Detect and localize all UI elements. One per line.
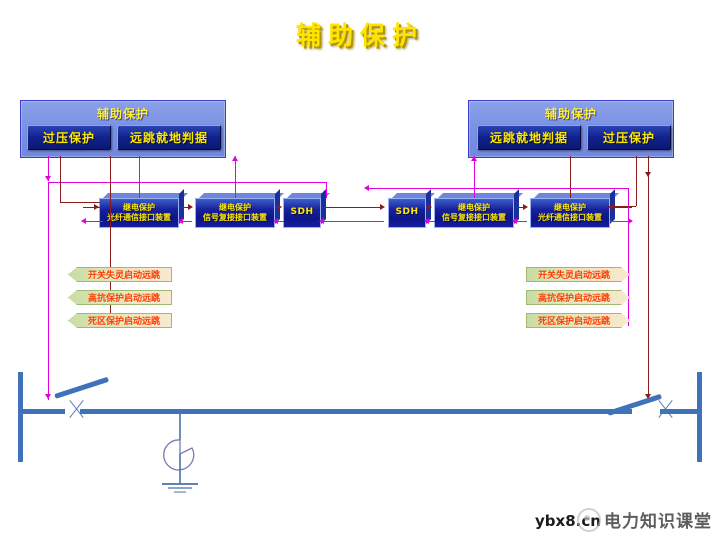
feed-right-red [610,207,632,208]
device-label-line1: 继电保护 [219,203,251,212]
device-front-face: 继电保护 信号复接接口装置 [434,198,514,228]
route-right-v1 [648,156,649,178]
route-left-red-v [60,156,61,202]
arrow-right-1 [188,203,193,210]
transmission-line [80,409,632,414]
link-mg-1 [180,221,192,222]
route-left-v1 [48,156,49,181]
link-mg-5 [515,221,527,222]
device-front-face: SDH [283,198,321,228]
link-mg-4 [427,221,435,222]
arrow-feed-left-red [94,203,99,210]
device-label-line1: 继电保护 [458,203,490,212]
route-left-v3 [326,182,327,198]
panel-left-header: 辅助保护 [96,107,149,121]
route-left-h1 [48,182,326,183]
arrow-feed-right-mg [628,217,633,224]
arrow-left-5 [512,217,517,224]
route-right-v2 [648,178,649,400]
arrow-left-4 [424,217,429,224]
busbar-right [697,372,702,462]
arrow-left-2 [273,217,278,224]
device-label-line2: 光纤通信接口装置 [107,213,171,222]
bus-stub-left [23,409,65,414]
drop-right-red-1 [570,156,571,198]
route-right-red-v [636,156,637,206]
arrow-down-right-route [644,172,651,177]
right-overvoltage-protection-button[interactable]: 过压保护 [587,125,671,150]
feed-left-red [83,207,103,208]
protection-panel-right[interactable]: 辅助保护 远跳就地判据 过压保护 [468,100,674,158]
busbar-left [18,372,23,462]
device-relay-multiplex-left[interactable]: 继电保护 信号复接接口装置 [195,189,284,228]
panel-right-header: 辅助保护 [544,107,597,121]
device-front-face: SDH [388,198,426,228]
drop-right-mg-1 [474,156,475,198]
device-label-line1: SDH [395,207,419,218]
device-front-face: 继电保护 信号复接接口装置 [195,198,275,228]
link-mg-3 [322,221,384,222]
right-remote-trip-criterion-button[interactable]: 远跳就地判据 [477,125,581,150]
device-sdh-left[interactable]: SDH [283,189,330,228]
watermark: ybx8.cn 电力知识课堂 [535,507,712,532]
route-left-v2 [48,182,49,400]
arrow-right-3 [380,203,385,210]
trigger-bus-left [110,156,111,326]
feed-right-mg [610,221,632,222]
drop-left-red-1 [139,156,140,198]
arrow-left-1 [178,217,183,224]
device-relay-multiplex-right[interactable]: 继电保护 信号复接接口装置 [434,189,523,228]
bus-stub-right [660,409,702,414]
left-remote-trip-criterion-button[interactable]: 远跳就地判据 [117,125,221,150]
device-sdh-right[interactable]: SDH [388,189,435,228]
arrow-down-right-switch [644,394,651,399]
device-label-line2: 信号复接接口装置 [203,213,267,222]
link-red-1 [179,207,190,208]
drop-left-mg-1 [235,156,236,198]
device-label-line1: SDH [290,207,314,218]
route-left-red-h [60,202,100,203]
left-overvoltage-protection-button[interactable]: 过压保护 [27,125,111,150]
route-right-h1 [366,188,628,189]
watermark-text: 电力知识课堂 [604,512,712,532]
trigger-right-dead-zone-protection[interactable]: 死区保护启动远跳 [526,313,630,328]
trigger-left-dead-zone-protection[interactable]: 死区保护启动远跳 [68,313,172,328]
feed-left-mg [83,221,103,222]
device-label-line2: 光纤通信接口装置 [538,213,602,222]
arrow-right-5 [523,203,528,210]
arrow-right-2 [277,203,282,210]
device-label-line1: 继电保护 [554,203,586,212]
device-relay-optical-left[interactable]: 继电保护 光纤通信接口装置 [99,189,188,228]
shunt-reactor-symbol [162,412,198,493]
watermark-logo-icon [577,507,601,532]
device-front-face: 继电保护 光纤通信接口装置 [99,198,179,228]
arrow-feed-right-red [608,203,613,210]
device-label-line1: 继电保护 [123,203,155,212]
device-front-face: 继电保护 光纤通信接口装置 [530,198,610,228]
link-red-5 [514,207,525,208]
arrow-up-right-1 [470,156,477,161]
link-red-3 [321,207,383,208]
trigger-left-breaker-failure[interactable]: 开关失灵启动远跳 [68,267,172,282]
arrow-down-left-switch [44,394,51,399]
page-title: 辅助保护 [295,21,424,50]
arrow-left-right-route [364,184,369,191]
arrow-left-3 [319,217,324,224]
device-label-line2: 信号复接接口装置 [442,213,506,222]
arrow-up-left-1 [231,156,238,161]
trigger-right-reactor-protection[interactable]: 高抗保护启动远跳 [526,290,630,305]
arrow-right-4 [427,203,432,210]
protection-panel-left[interactable]: 辅助保护 过压保护 远跳就地判据 [20,100,226,158]
link-mg-2 [276,221,284,222]
device-relay-optical-right[interactable]: 继电保护 光纤通信接口装置 [530,189,619,228]
arrow-down-left-route [44,176,51,181]
trigger-bus-right [628,188,629,326]
arrow-feed-left-mg [81,217,86,224]
route-right-red-h [614,206,636,207]
trigger-left-reactor-protection[interactable]: 高抗保护启动远跳 [68,290,172,305]
disconnector-left[interactable] [54,376,110,399]
trigger-right-breaker-failure[interactable]: 开关失灵启动远跳 [526,267,630,282]
